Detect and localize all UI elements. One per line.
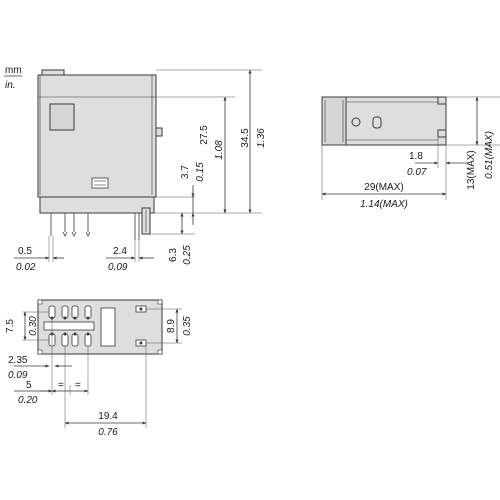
equal-sign-left: =	[58, 380, 64, 391]
dim-1-08-in: 1.08	[214, 140, 225, 160]
dim-13-max-mm: 13(MAX)	[466, 150, 477, 189]
dim-0-09-in: 0.09	[108, 262, 128, 273]
dim-2-35-mm: 2.35	[8, 355, 28, 366]
dim-0-25-in: 0.25	[182, 245, 193, 265]
dim-29-max-mm: 29(MAX)	[364, 182, 403, 193]
led-circle	[351, 117, 361, 127]
dim-0-5-mm: 0.5	[18, 246, 32, 257]
label-slot	[372, 116, 382, 129]
dim-27-5-mm: 27.5	[199, 125, 210, 145]
dim-1-8-mm: 1.8	[409, 151, 423, 162]
front-view	[37, 69, 163, 240]
bottom-view	[37, 299, 163, 355]
dim-0-51-max-in: 0.51(MAX)	[484, 131, 495, 179]
relay-body-front	[37, 74, 157, 198]
dim-1-14-max-in: 1.14(MAX)	[360, 199, 408, 210]
dim-0-30-in: 0.30	[28, 316, 39, 336]
dim-1-36-in: 1.36	[256, 128, 267, 148]
dim-0-02-in: 0.02	[16, 262, 36, 273]
latch	[91, 177, 109, 189]
dim-19-4-mm: 19.4	[98, 411, 118, 422]
dim-0-15-in: 0.15	[195, 162, 206, 182]
dim-6-3-mm: 6.3	[168, 248, 179, 262]
side-test-button	[155, 127, 163, 137]
dim-0-07-in: 0.07	[407, 167, 427, 178]
dim-8-9-mm: 8.9	[166, 319, 177, 333]
indicator-window	[49, 103, 75, 131]
side-view	[321, 96, 447, 146]
dim-0-20-in: 0.20	[18, 395, 38, 406]
unit-inch: in.	[5, 80, 16, 91]
dim-2-4-mm: 2.4	[113, 246, 127, 257]
dim-0-09-in-bottom: 0.09	[8, 370, 28, 381]
dim-0-76-in: 0.76	[98, 427, 118, 438]
dim-34-5-mm: 34.5	[240, 128, 251, 148]
dim-7-5-mm: 7.5	[5, 319, 16, 333]
equal-sign-right: =	[75, 380, 81, 391]
unit-mm: mm	[5, 65, 22, 76]
dim-0-35-in: 0.35	[182, 316, 193, 336]
coil-terminal	[100, 307, 116, 347]
dim-5-mm: 5	[26, 380, 32, 391]
dim-3-7-mm: 3.7	[180, 165, 191, 179]
